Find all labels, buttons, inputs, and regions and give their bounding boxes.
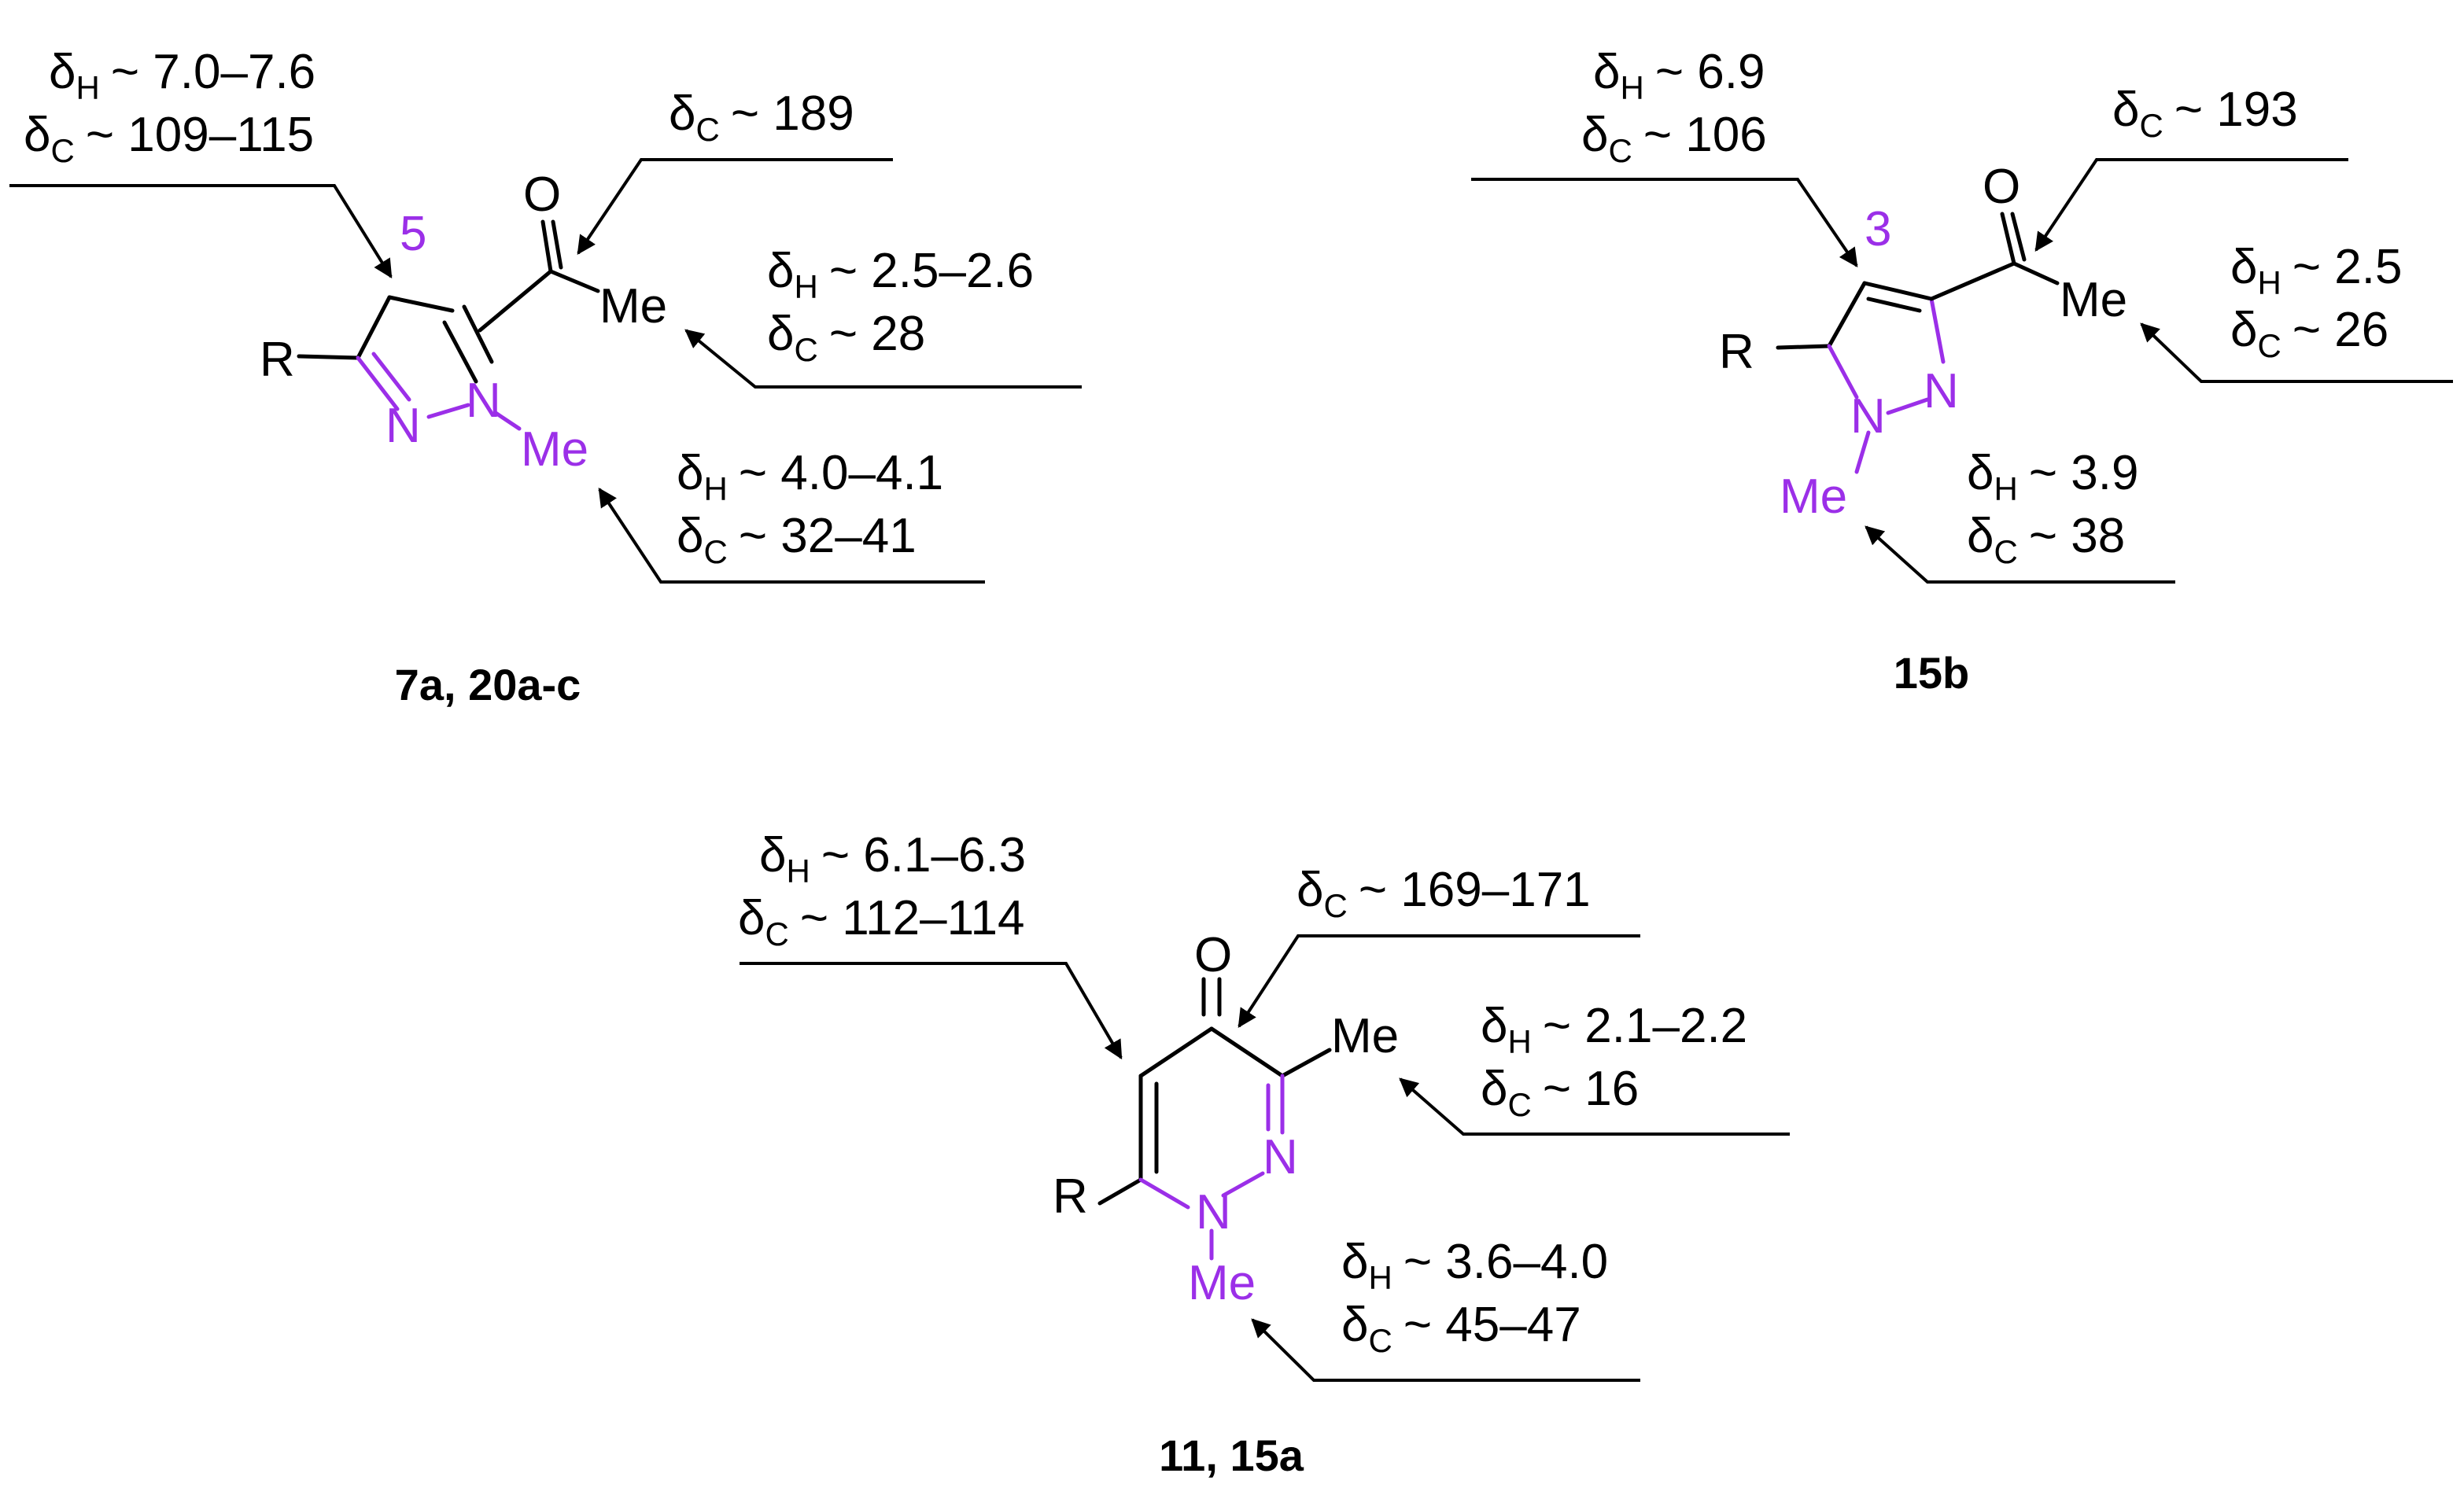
atom-n2: N: [1924, 364, 1959, 418]
bond-carbonyl-o-double: [551, 219, 563, 270]
caption: 11, 15a: [1159, 1431, 1304, 1480]
atom-n1: N: [466, 374, 501, 428]
atom-n1: N: [1850, 389, 1886, 444]
bond-c3-n2-double: [371, 352, 411, 402]
bond-carbonyl-me: [2012, 261, 2060, 285]
leader-carbonyl: [577, 158, 893, 255]
atom-r: R: [1053, 1169, 1088, 1224]
bond-n2-n1: [426, 403, 470, 419]
annot-nme-h: δH~ 3.9: [1967, 446, 2138, 507]
structure-pyrazole-5-acetyl: R N N Me O Me 5 δH~ 7.0–7.6 δC~ 109–115 …: [9, 45, 1082, 709]
position-label: 5: [400, 207, 426, 261]
bond-c3-carbonyl: [1929, 261, 2016, 301]
bond-c5-c4: [1138, 1026, 1214, 1078]
annot-nme-c: δC~ 32–41: [677, 509, 917, 570]
atom-n2: N: [385, 399, 421, 453]
bond-n1-me: [1854, 430, 1871, 474]
bond-c3-me: [1280, 1048, 1332, 1078]
structure-pyridazinone: R N N Me O Me δH~ 6.1–6.3 δC~ 112–114 δC…: [738, 828, 1790, 1480]
annot-ring-h: δH~ 6.1–6.3: [759, 828, 1026, 889]
annot-carbonyl-c: δC~ 193: [2112, 83, 2298, 144]
atom-n-me: Me: [1188, 1256, 1256, 1310]
bond-carbonyl-o-double: [2010, 212, 2027, 262]
bond-c4-c5: [387, 295, 455, 313]
annot-nme-c: δC~ 38: [1967, 509, 2125, 570]
bond-c4-c3-inner: [1866, 296, 1922, 313]
bond-c4-c3: [356, 295, 392, 360]
bond-c5-n1: [1827, 344, 1859, 400]
structure-pyrazole-3-acetyl: R N N Me O Me 3 δH~ 6.9 δC~ 106 δC~ 193 …: [1471, 45, 2453, 698]
annot-nme-c: δC~ 45–47: [1341, 1298, 1581, 1359]
annot-acetyl-h: δH~ 2.5: [2230, 240, 2402, 301]
leader-ring: [740, 962, 1123, 1060]
bond-c4-c3: [1862, 281, 1934, 301]
leader-acetyl-me: [2140, 322, 2453, 383]
leader-c-me: [1399, 1077, 1790, 1136]
leader-n-me: [1865, 525, 2175, 584]
annot-ring-c: δC~ 112–114: [738, 891, 1024, 952]
bond-c5-carbonyl: [478, 269, 553, 333]
bond-carbonyl-me: [548, 269, 600, 293]
annot-carbonyl-c: δC~ 169–171: [1297, 863, 1591, 924]
bond-r-c5: [1776, 344, 1831, 350]
atom-n-me: Me: [521, 422, 588, 477]
annot-cme-c: δC~ 16: [1481, 1062, 1639, 1123]
annot-carbonyl-c: δC~ 189: [669, 87, 854, 148]
atom-r: R: [1719, 325, 1754, 379]
annot-nme-h: δH~ 4.0–4.1: [677, 446, 943, 507]
caption: 7a, 20a-c: [395, 660, 581, 709]
atom-n-me: Me: [1780, 470, 1847, 524]
atom-acetyl-me: Me: [2060, 273, 2127, 327]
atom-o: O: [523, 168, 561, 222]
leader-n-me: [598, 487, 985, 584]
atom-o: O: [1194, 928, 1232, 982]
atom-c-me: Me: [1331, 1009, 1399, 1063]
bond-c5-n1-inner: [462, 304, 494, 364]
atom-o: O: [1983, 160, 2020, 214]
leader-n-me: [1251, 1318, 1640, 1382]
leader-ring: [9, 184, 393, 279]
bond-n1-n2: [1221, 1171, 1265, 1198]
position-label: 3: [1865, 202, 1891, 256]
atom-acetyl-me: Me: [599, 279, 667, 333]
annot-ring-h: δH~ 6.9: [1593, 45, 1765, 106]
annot-acetyl-c: δC~ 26: [2230, 303, 2388, 364]
atom-n2: N: [1263, 1130, 1298, 1184]
annot-acetyl-h: δH~ 2.5–2.6: [767, 244, 1034, 305]
bond-r-c3: [297, 354, 360, 360]
leader-acetyl-me: [684, 329, 1082, 389]
bond-carbonyl-o: [2000, 212, 2016, 266]
bond-c3-n2: [1929, 296, 1946, 364]
caption: 15b: [1894, 648, 1970, 698]
atom-n1: N: [1196, 1185, 1231, 1239]
bond-c6-n1: [1138, 1177, 1190, 1210]
bond-c4-c5: [1827, 281, 1867, 348]
bond-n1-me: [493, 411, 522, 431]
annot-ring-h: δH~ 7.0–7.6: [49, 45, 315, 106]
leader-carbonyl: [1238, 934, 1640, 1029]
bond-carbonyl-o: [540, 219, 553, 274]
annot-acetyl-c: δC~ 28: [767, 307, 925, 368]
leader-carbonyl: [2034, 158, 2348, 252]
atom-r: R: [260, 333, 295, 387]
annot-ring-c: δC~ 106: [1581, 108, 1767, 169]
annot-ring-c: δC~ 109–115: [24, 108, 314, 169]
annot-cme-h: δH~ 2.1–2.2: [1481, 999, 1747, 1060]
bond-c3-n2: [356, 355, 400, 411]
bond-c5-n1: [442, 320, 478, 384]
bond-n1-n2: [1886, 397, 1930, 415]
leader-ring: [1471, 178, 1858, 267]
bond-r-c6: [1097, 1177, 1143, 1206]
annot-nme-h: δH~ 3.6–4.0: [1341, 1235, 1608, 1296]
bond-c4-c3: [1209, 1026, 1285, 1078]
